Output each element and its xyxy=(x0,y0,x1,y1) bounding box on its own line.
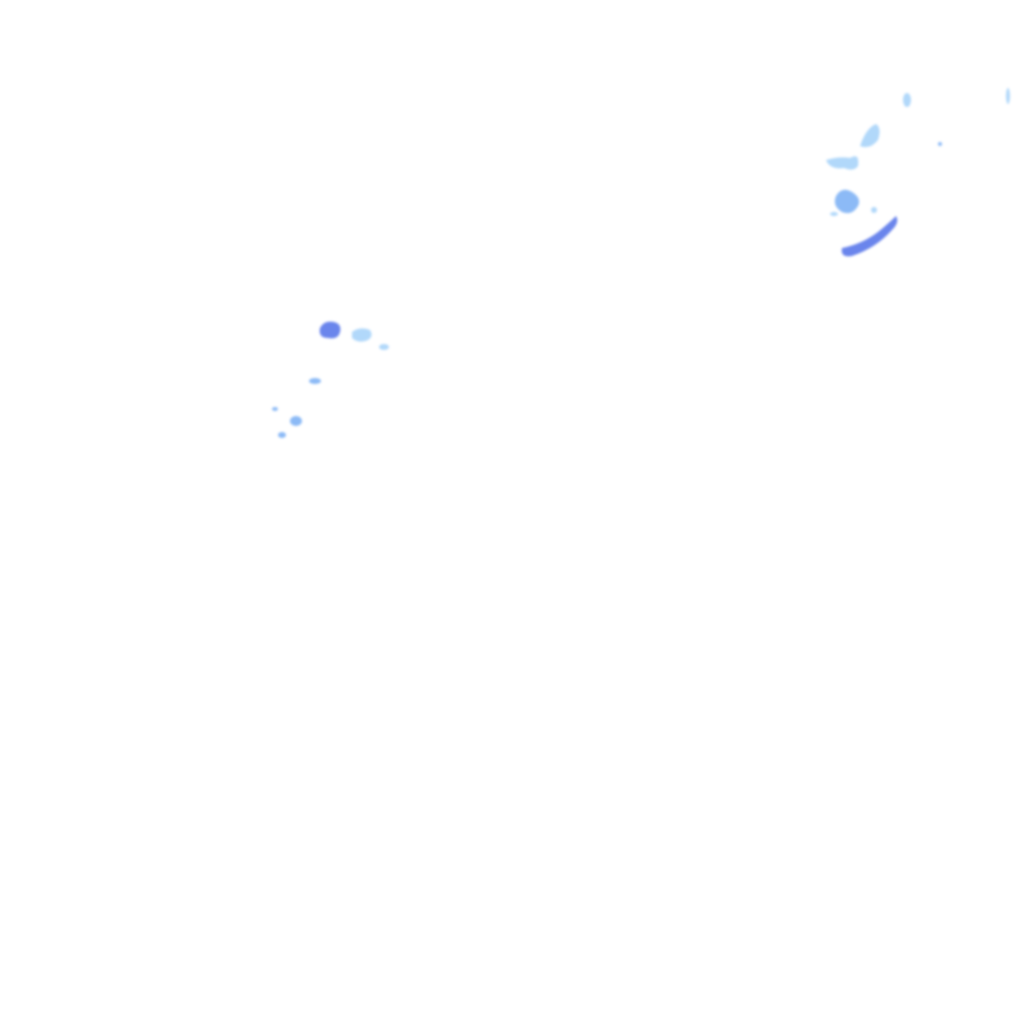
precip-cell-light xyxy=(871,207,877,213)
precip-cell-light xyxy=(352,328,372,342)
precip-cell-moderate xyxy=(309,378,321,384)
precip-cell-light xyxy=(830,212,838,216)
precip-cell-light xyxy=(860,124,880,148)
precip-cluster-northeast xyxy=(826,88,1010,257)
precip-cell-light xyxy=(903,93,911,107)
precip-cluster-west xyxy=(272,321,389,438)
precip-cell-light xyxy=(278,432,286,438)
precip-cell-heavy xyxy=(319,321,341,339)
precip-cell-moderate xyxy=(834,189,860,214)
precip-cell-light xyxy=(272,407,278,411)
precip-cell-light xyxy=(379,344,389,350)
precip-cell-light xyxy=(1006,88,1010,104)
precip-cell-moderate xyxy=(290,416,302,426)
precip-cell-heavy xyxy=(841,216,898,257)
precip-cell-light xyxy=(826,156,859,170)
precip-cell-light xyxy=(938,142,942,146)
